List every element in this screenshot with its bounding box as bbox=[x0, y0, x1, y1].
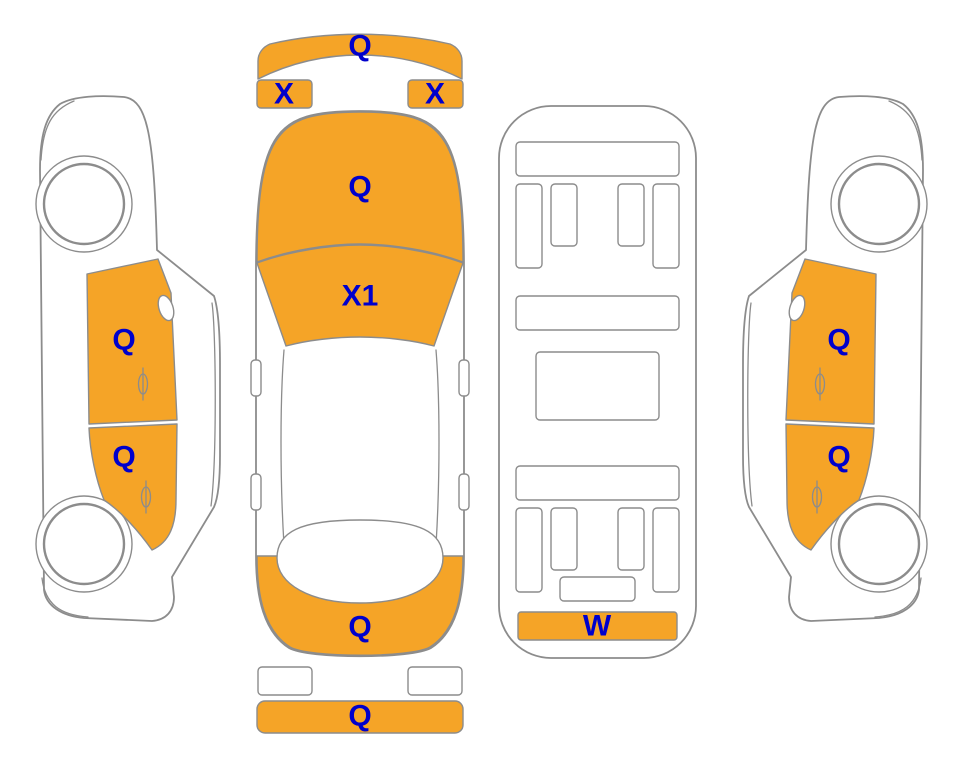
rear-bumper-panel bbox=[256, 700, 464, 734]
code-label-front-bumper: Q bbox=[348, 30, 371, 63]
rear-right-door-trim bbox=[652, 507, 680, 593]
code-label-right-rear-door: Q bbox=[827, 441, 850, 474]
rear-right-seat bbox=[617, 507, 645, 571]
code-label-windshield: X1 bbox=[342, 280, 379, 313]
right-side-view bbox=[741, 94, 929, 623]
hood-panel bbox=[256, 111, 464, 263]
front-left-seat bbox=[550, 183, 578, 247]
code-label-right-front-door: Q bbox=[827, 324, 850, 357]
code-label-interior-strip: W bbox=[583, 610, 612, 643]
code-label-rear-bumper: Q bbox=[348, 700, 371, 733]
front-bumper-panel bbox=[257, 33, 463, 80]
code-label-rear-deck: Q bbox=[348, 611, 371, 644]
left-taillight bbox=[257, 666, 313, 696]
code-label-left-rear-door: Q bbox=[112, 441, 135, 474]
rear-left-door-trim bbox=[515, 507, 543, 593]
right-taillight bbox=[407, 666, 463, 696]
code-label-left-headlight: X bbox=[274, 78, 294, 111]
code-label-right-headlight: X bbox=[425, 78, 445, 111]
rear-cross-member bbox=[515, 465, 680, 501]
rear-shelf bbox=[559, 576, 636, 602]
dashboard bbox=[515, 141, 680, 177]
left-side-view bbox=[34, 94, 222, 623]
left-rear-door-edge-handle bbox=[250, 473, 262, 511]
left-front-door-edge-handle bbox=[250, 359, 262, 397]
right-headlight-panel bbox=[407, 79, 464, 109]
front-right-seat bbox=[617, 183, 645, 247]
code-label-hood: Q bbox=[348, 171, 371, 204]
front-left-door-trim bbox=[515, 183, 543, 269]
right-rear-door-edge-handle bbox=[458, 473, 470, 511]
damage-code-labels: Q X X Q X1 Q Q W Q Q Q Q bbox=[112, 30, 850, 733]
windshield-panel bbox=[256, 244, 464, 347]
center-console bbox=[535, 351, 660, 421]
rear-window bbox=[276, 519, 444, 604]
front-right-door-trim bbox=[652, 183, 680, 269]
left-headlight-panel bbox=[256, 79, 313, 109]
code-label-left-front-door: Q bbox=[112, 324, 135, 357]
right-front-door-edge-handle bbox=[458, 359, 470, 397]
top-view bbox=[250, 33, 470, 734]
interior-view bbox=[498, 105, 697, 659]
front-cross-member bbox=[515, 295, 680, 331]
left-door-seam-line bbox=[280, 349, 285, 546]
rear-left-seat bbox=[550, 507, 578, 571]
right-door-seam-line bbox=[435, 349, 440, 546]
rear-floor-strip-panel bbox=[517, 611, 678, 641]
